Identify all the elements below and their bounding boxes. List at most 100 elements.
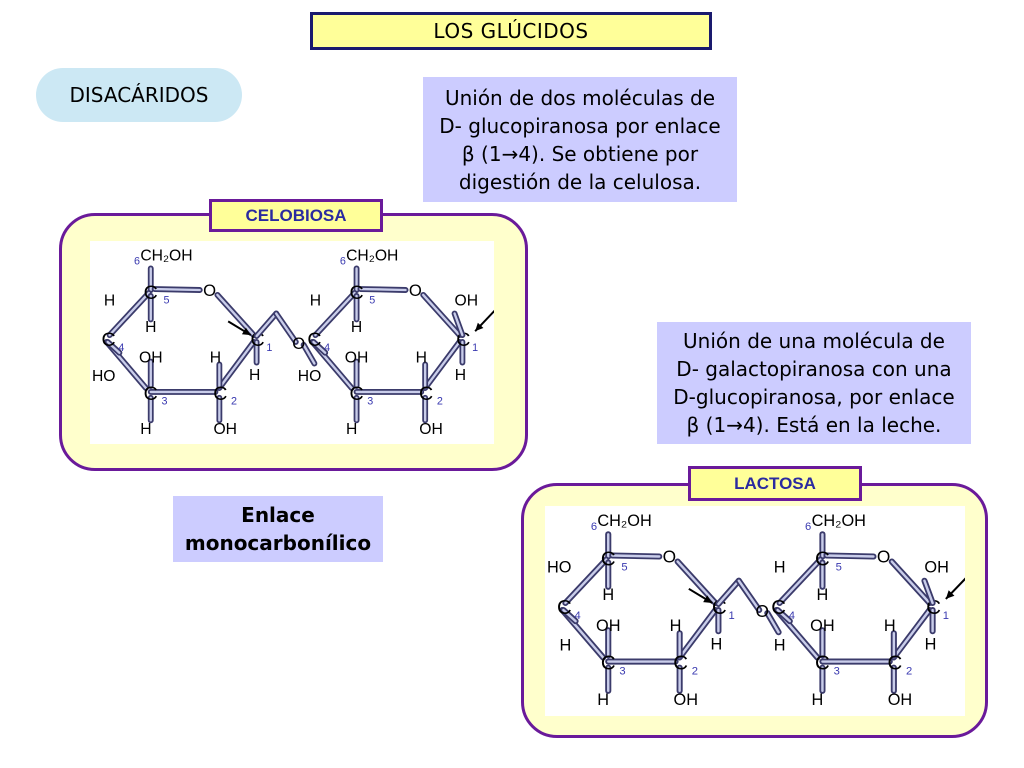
cellobiose-tag: CELOBIOSA xyxy=(209,199,383,232)
locant: 5 xyxy=(836,562,842,574)
substituent: H xyxy=(104,293,115,310)
hydroxyl-group: OH xyxy=(213,421,237,438)
hydrogen-atom: H xyxy=(145,319,156,336)
bond-line xyxy=(153,287,201,292)
locant: 1 xyxy=(472,342,478,354)
substituent: H xyxy=(310,293,321,310)
bond-line xyxy=(422,293,461,337)
carbon-atom: C xyxy=(887,653,902,675)
bond-line xyxy=(359,287,407,292)
locant: 6 xyxy=(805,521,811,533)
description-line: Unión de una molécula de xyxy=(683,329,945,353)
hydrogen-atom: H xyxy=(602,586,614,604)
hydrogen-atom: H xyxy=(597,691,609,709)
carbon-atom: C xyxy=(144,282,158,304)
bond-line xyxy=(218,340,255,390)
hydrogen-atom: H xyxy=(416,350,427,367)
bond-line xyxy=(302,343,316,365)
ring-oxygen: O xyxy=(409,281,422,300)
description-line: β (1→4). Se obtiene por xyxy=(461,141,699,166)
lactose-description: Unión de una molécula de D- galactopiran… xyxy=(657,322,971,444)
anomeric-hydroxyl: OH xyxy=(924,559,948,577)
arrow-head xyxy=(475,322,484,332)
page-title: LOS GLÚCIDOS xyxy=(310,12,712,50)
carbon-atom: C xyxy=(349,282,363,304)
glycosidic-oxygen: O xyxy=(292,334,305,353)
carbon-atom: C xyxy=(673,653,688,675)
locant: 4 xyxy=(575,610,581,622)
hydroxyl-group: OH xyxy=(139,350,163,367)
bond-line xyxy=(314,291,356,337)
bond-line xyxy=(453,312,464,337)
carbon-atom: C xyxy=(102,329,116,351)
substituent: H xyxy=(774,636,786,654)
locant: 6 xyxy=(134,256,140,268)
bond-line xyxy=(275,312,297,344)
carbon-atom: C xyxy=(601,653,616,675)
glycosidic-oxygen: O xyxy=(756,601,769,621)
substituent: H xyxy=(560,636,572,654)
bond-line xyxy=(890,560,931,605)
bond-label-line: monocarbonílico xyxy=(184,531,372,555)
description-line: β (1→4). Está en la leche. xyxy=(686,413,942,437)
arrow-head xyxy=(241,327,251,336)
ch2oh-group: CH₂OH xyxy=(140,248,192,265)
carbon-atom: C xyxy=(213,383,227,405)
bond-line xyxy=(737,579,761,612)
bond-line xyxy=(717,579,741,606)
hydrogen-atom: H xyxy=(884,617,896,635)
ring-oxygen: O xyxy=(877,547,890,567)
carbon-atom: C xyxy=(144,383,158,405)
locant: 6 xyxy=(591,521,597,533)
ch2oh-group: CH₂OH xyxy=(812,512,866,530)
hydroxyl-group: OH xyxy=(596,617,620,635)
hydroxyl-group: OH xyxy=(419,421,443,438)
arrow-head xyxy=(945,590,955,599)
substituent: HO xyxy=(92,368,116,385)
hydrogen-atom: H xyxy=(811,691,823,709)
locant: 3 xyxy=(161,396,167,408)
section-label: DISACÁRIDOS xyxy=(36,68,242,122)
bond-line xyxy=(611,554,661,558)
hydroxyl-group: OH xyxy=(674,691,698,709)
cellobiose-description: Unión de dos moléculas de D- glucopirano… xyxy=(423,77,737,202)
locant: 2 xyxy=(437,396,443,408)
hydrogen-atom: H xyxy=(710,635,722,653)
carbon-atom: C xyxy=(419,383,433,405)
hydroxyl-group: OH xyxy=(810,617,834,635)
bond-line xyxy=(216,293,255,337)
description-line: Unión de dos moléculas de xyxy=(444,85,716,110)
bond-label-line: Enlace xyxy=(241,503,315,527)
carbon-atom: C xyxy=(349,383,363,405)
locant: 2 xyxy=(692,666,698,678)
carbon-atom: C xyxy=(557,597,572,619)
locant: 3 xyxy=(834,666,840,678)
hydroxyl-group: OH xyxy=(345,350,369,367)
carbon-atom: C xyxy=(815,549,830,571)
anomeric-hydroxyl: OH xyxy=(455,293,479,310)
locant: 4 xyxy=(118,342,124,354)
locant: 2 xyxy=(231,396,237,408)
carbon-atom: C xyxy=(771,597,786,619)
locant: 6 xyxy=(340,256,346,268)
hydroxyl-group: OH xyxy=(888,691,912,709)
substituent: H xyxy=(774,559,786,577)
locant: 5 xyxy=(163,295,169,307)
carbon-atom: C xyxy=(307,329,321,351)
locant: 1 xyxy=(729,610,735,622)
hydrogen-atom: H xyxy=(925,635,937,653)
locant: 2 xyxy=(906,666,912,678)
bond-line xyxy=(562,608,577,623)
bond-line xyxy=(108,291,150,337)
hydrogen-atom: H xyxy=(817,586,829,604)
description-line: digestión de la celulosa. xyxy=(458,169,702,194)
lactose-tag: LACTOSA xyxy=(688,466,862,501)
locant: 1 xyxy=(943,610,949,622)
locant: 3 xyxy=(367,396,373,408)
carbon-atom: C xyxy=(601,549,616,571)
ring-oxygen: O xyxy=(203,281,216,300)
locant: 4 xyxy=(789,610,795,622)
